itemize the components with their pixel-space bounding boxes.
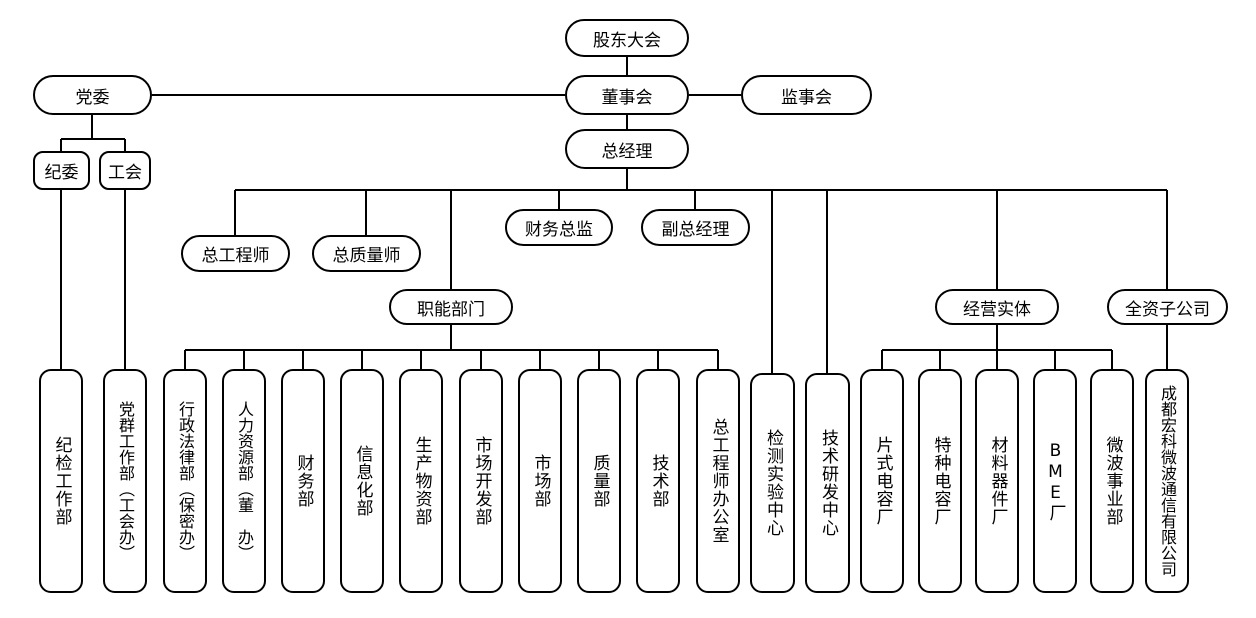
functional-dept-node: 行政法律部（保密办） <box>163 369 207 593</box>
functional-dept-node: 技术部 <box>636 369 680 593</box>
functional-dept-label: 信息化部 <box>352 445 373 517</box>
functional-dept-node: 财务部 <box>281 369 325 593</box>
functional-departments-node: 职能部门 <box>389 289 513 325</box>
chief-engineer-node: 总工程师 <box>181 235 290 272</box>
discipline-dept-node: 纪检工作部 <box>39 369 83 593</box>
union-node: 工会 <box>99 151 151 190</box>
functional-dept-label: 市场开发部 <box>471 436 492 526</box>
business-unit-node: BME厂 <box>1033 369 1077 593</box>
functional-dept-label: 质量部 <box>589 454 610 508</box>
functional-dept-label: 市场部 <box>530 454 551 508</box>
business-unit-label: 材料器件厂 <box>987 436 1008 526</box>
functional-dept-label: 财务部 <box>293 454 314 508</box>
functional-dept-node: 市场开发部 <box>459 369 503 593</box>
business-unit-label: 片式电容厂 <box>872 436 893 526</box>
party-committee-node: 党委 <box>33 75 152 115</box>
deputy-gm-node: 副总经理 <box>641 209 750 246</box>
business-unit-label: 特种电容厂 <box>930 436 951 526</box>
testing-center-label: 检测实验中心 <box>763 429 783 537</box>
business-entities-node: 经营实体 <box>935 289 1059 325</box>
functional-dept-node: 质量部 <box>577 369 621 593</box>
business-unit-label: 微波事业部 <box>1102 436 1123 526</box>
party-union-dept-label: 党群工作部（工会办） <box>116 401 135 561</box>
subsidiary-company-label: 成都宏科微波通信有限公司 <box>1158 385 1177 577</box>
board-node: 董事会 <box>565 75 689 115</box>
functional-dept-node: 人力资源部（董 办） <box>222 369 266 593</box>
finance-director-node: 财务总监 <box>505 209 613 246</box>
functional-dept-node: 市场部 <box>518 369 562 593</box>
testing-center-node: 检测实验中心 <box>750 373 795 593</box>
shareholders-meeting-node: 股东大会 <box>565 19 689 57</box>
rnd-center-node: 技术研发中心 <box>805 373 850 593</box>
rnd-center-label: 技术研发中心 <box>818 429 838 537</box>
business-unit-node: 材料器件厂 <box>975 369 1019 593</box>
party-union-dept-node: 党群工作部（工会办） <box>103 369 147 593</box>
supervisory-board-node: 监事会 <box>741 75 872 115</box>
functional-dept-node: 信息化部 <box>340 369 384 593</box>
business-unit-node: 微波事业部 <box>1090 369 1134 593</box>
functional-dept-node: 生产物资部 <box>399 369 443 593</box>
business-unit-node: 特种电容厂 <box>918 369 962 593</box>
subsidiary-node: 全资子公司 <box>1107 289 1228 325</box>
functional-dept-label: 人力资源部（董 办） <box>235 401 254 561</box>
discipline-dept-label: 纪检工作部 <box>51 436 72 526</box>
general-manager-node: 总经理 <box>565 129 689 169</box>
functional-dept-label: 总工程师办公室 <box>708 418 729 544</box>
functional-dept-label: 行政法律部（保密办） <box>176 401 195 561</box>
functional-dept-label: 技术部 <box>648 454 669 508</box>
business-unit-node: 片式电容厂 <box>860 369 904 593</box>
functional-dept-node: 总工程师办公室 <box>696 369 740 593</box>
subsidiary-company-node: 成都宏科微波通信有限公司 <box>1145 369 1189 593</box>
functional-dept-label: 生产物资部 <box>411 436 432 526</box>
chief-quality-node: 总质量师 <box>312 235 421 272</box>
discipline-committee-node: 纪委 <box>33 151 90 190</box>
business-unit-label: BME厂 <box>1045 440 1066 522</box>
